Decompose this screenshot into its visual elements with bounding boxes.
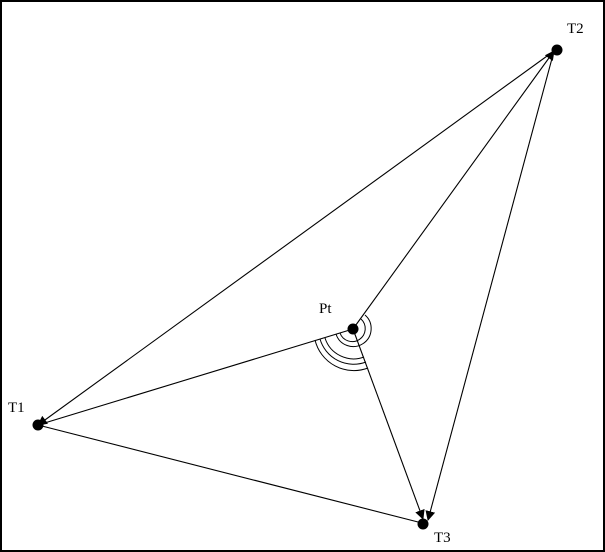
edge-pt-t2 (352, 50, 555, 330)
angle-arc-outer (335, 314, 372, 347)
point-pt (347, 323, 359, 335)
label-t2: T2 (567, 21, 584, 37)
angle-arc-lower-2 (319, 338, 367, 365)
label-pt: Pt (319, 301, 332, 317)
edge-pt-t3 (352, 328, 425, 520)
angle-arc-lower-1 (314, 339, 369, 372)
point-t1 (32, 419, 44, 431)
edge-t2-t3 (425, 50, 555, 521)
edge-t2-t1 (37, 50, 555, 426)
point-t3 (417, 518, 429, 530)
point-t2 (551, 44, 563, 56)
edge-pt-t1 (37, 328, 354, 426)
label-t3: T3 (434, 530, 451, 546)
edge-t1-t3 (37, 424, 423, 524)
angle-arc-lower-3 (324, 337, 365, 360)
angle-arc-inner (339, 318, 366, 343)
label-t1: T1 (8, 400, 25, 416)
